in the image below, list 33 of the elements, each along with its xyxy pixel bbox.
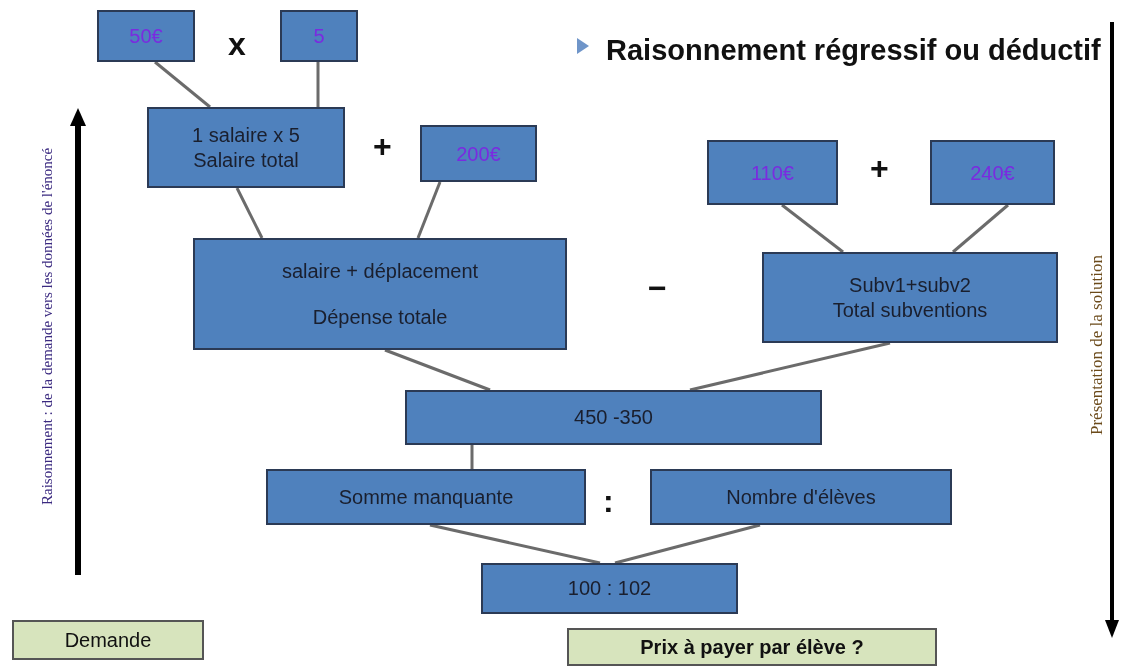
process-box: Nombre d'élèves	[650, 469, 952, 525]
connector-line	[384, 348, 491, 392]
process-box: Prix à payer par élève ?	[567, 628, 937, 666]
process-box: 110€	[707, 140, 838, 205]
connector-line	[952, 203, 1009, 254]
connector-line	[154, 60, 211, 109]
connector-line	[235, 187, 264, 239]
operator-label: −	[648, 272, 667, 304]
connector-line	[781, 203, 844, 254]
process-box: 450 -350	[405, 390, 822, 445]
process-box: 5	[280, 10, 358, 62]
connector-line	[470, 445, 474, 469]
process-box: 50€	[97, 10, 195, 62]
process-box: Somme manquante	[266, 469, 586, 525]
process-box: Subv1+subv2 Total subventions	[762, 252, 1058, 343]
vertical-label: Présentation de la solution	[1088, 254, 1105, 437]
operator-label: +	[870, 152, 889, 184]
title: Raisonnement régressif ou déductif	[606, 33, 1101, 68]
process-box: salaire + déplacement Dépense totale	[193, 238, 567, 350]
connector-line	[316, 62, 320, 107]
connector-line	[429, 523, 601, 565]
connector-line	[689, 341, 891, 392]
connector-line	[416, 181, 442, 239]
process-box: 1 salaire x 5 Salaire total	[147, 107, 345, 188]
process-box: 100 : 102	[481, 563, 738, 614]
process-box: 240€	[930, 140, 1055, 205]
operator-label: x	[228, 28, 246, 60]
operator-label: :	[603, 485, 614, 517]
vertical-label: Raisonnement : de la demande vers les données de l'énoncé	[40, 146, 55, 507]
process-box: 200€	[420, 125, 537, 182]
process-box: Demande	[12, 620, 204, 660]
connector-line	[614, 523, 761, 565]
operator-label: +	[373, 130, 392, 162]
